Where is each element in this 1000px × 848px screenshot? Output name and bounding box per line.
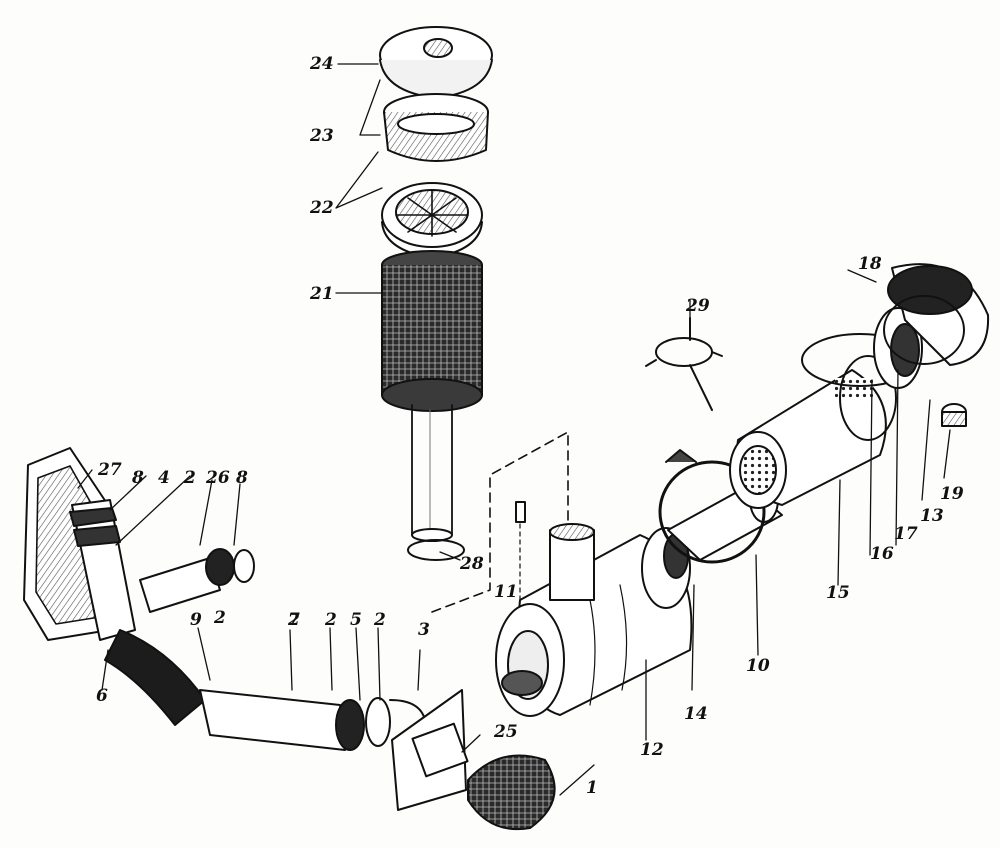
callout-13: 13 [920, 506, 944, 526]
callout-6: 6 [96, 686, 108, 706]
housing-12 [495, 523, 693, 717]
elbow-hose-1 [411, 722, 556, 831]
callout-5: 5 [350, 610, 362, 630]
callout-8: 8 [132, 468, 144, 488]
end-cover-18 [883, 263, 990, 366]
impeller-22 [381, 182, 483, 259]
callout-21: 21 [310, 284, 334, 304]
clamp-28 [407, 539, 465, 561]
callout-16: 16 [870, 544, 894, 564]
callout-25: 25 [494, 722, 518, 742]
callout-3: 3 [418, 620, 430, 640]
callout-9: 9 [190, 610, 202, 630]
callout-28: 28 [460, 554, 484, 574]
callout-17: 17 [894, 524, 918, 544]
callout-26: 26 [206, 468, 230, 488]
cap-24 [379, 26, 493, 99]
hose-assembly [69, 499, 426, 751]
bracket-29 [645, 317, 723, 411]
callout-27: 27 [98, 460, 122, 480]
callout-7: 7 [288, 610, 300, 630]
callout-2: 2 [184, 468, 196, 488]
callout-29: 29 [686, 296, 710, 316]
callout-8: 8 [236, 468, 248, 488]
callout-22: 22 [310, 198, 334, 218]
callout-1: 1 [586, 778, 598, 798]
filter-ring-23 [383, 93, 489, 162]
callout-14: 14 [684, 704, 708, 724]
callout-12: 12 [640, 740, 664, 760]
callout-18: 18 [858, 254, 882, 274]
callout-11: 11 [494, 582, 518, 602]
callout-24: 24 [310, 54, 334, 74]
callout-19: 19 [940, 484, 964, 504]
callout-2: 2 [325, 610, 337, 630]
callout-2: 2 [374, 610, 386, 630]
mesh-filter-21 [381, 250, 483, 542]
callout-10: 10 [746, 656, 770, 676]
callout-4: 4 [158, 468, 170, 488]
callout-2: 2 [288, 610, 300, 630]
callout-23: 23 [310, 126, 334, 146]
cylinder-15 [729, 355, 897, 509]
small-cap-19 [941, 403, 967, 427]
callout-15: 15 [826, 583, 850, 603]
callout-2: 2 [214, 608, 226, 628]
band-clamp-10 [658, 449, 766, 564]
